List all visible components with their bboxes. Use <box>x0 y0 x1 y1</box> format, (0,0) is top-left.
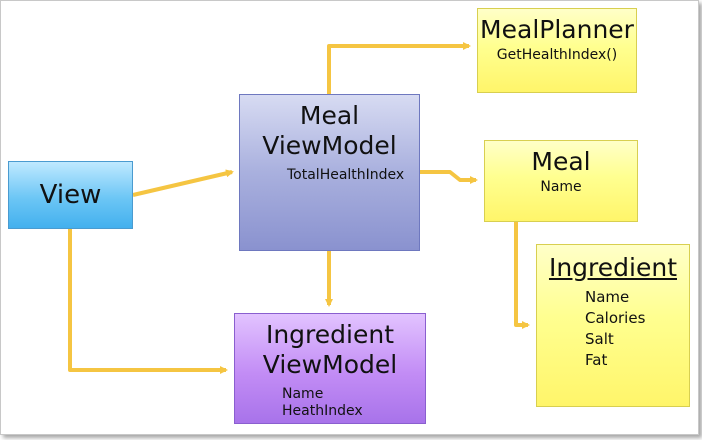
view-label: View <box>39 180 102 210</box>
arrow-meal-to-ingredient <box>514 222 530 329</box>
meal-title: Meal <box>531 147 591 176</box>
ingredient-viewmodel-title-line1: Ingredient <box>265 320 395 349</box>
meal-planner-title: MealPlanner <box>480 15 634 44</box>
meal-planner-box: MealPlanner GetHealthIndex() <box>477 8 637 93</box>
meal-viewmodel-title-line2: ViewModel <box>262 131 397 160</box>
ingredient-viewmodel-title-line2: ViewModel <box>262 350 398 379</box>
ingredient-property-calories: Calories <box>585 309 646 327</box>
meal-viewmodel-title-line1: Meal <box>299 101 360 130</box>
ingredient-property-salt: Salt <box>585 330 614 348</box>
ingredient-viewmodel-property-healthindex: HeathIndex <box>282 403 363 419</box>
arrow-view-to-ingredient-viewmodel <box>68 229 228 374</box>
arrow-meal-viewmodel-to-meal <box>420 170 478 184</box>
ingredient-property-fat: Fat <box>585 351 608 369</box>
ingredient-box: Ingredient Name Calories Salt Fat <box>536 244 690 407</box>
arrow-view-to-meal-viewmodel <box>132 169 234 197</box>
meal-planner-method: GetHealthIndex() <box>496 47 618 63</box>
meal-box: Meal Name <box>484 140 638 222</box>
ingredient-viewmodel-box: Ingredient ViewModel Name HeathIndex <box>234 313 426 424</box>
meal-property-name: Name <box>540 179 582 195</box>
meal-viewmodel-property: TotalHealthIndex <box>287 167 405 183</box>
ingredient-property-name: Name <box>585 288 630 306</box>
ingredient-viewmodel-property-name: Name <box>282 386 324 402</box>
view-box: View <box>8 161 133 229</box>
meal-viewmodel-box: Meal ViewModel TotalHealthIndex <box>239 94 420 251</box>
ingredient-title: Ingredient <box>548 253 678 282</box>
arrow-meal-viewmodel-to-meal-planner <box>327 42 471 94</box>
